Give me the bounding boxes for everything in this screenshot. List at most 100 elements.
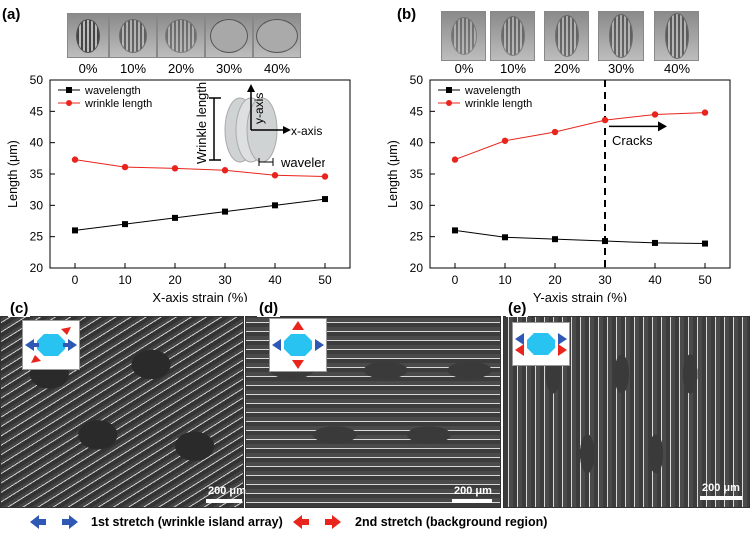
thumbnail-label: 0%	[78, 61, 98, 76]
octagon-shape	[37, 334, 65, 356]
thumbnail-label: 30%	[215, 61, 243, 76]
y-tick-label: 50	[410, 74, 424, 87]
legend-second-stretch: 2nd stretch (background region)	[355, 515, 548, 529]
x-axis-label: Y-axis strain (%)	[533, 290, 627, 302]
y-tick-label: 25	[30, 230, 44, 244]
inset-y-axis-label: y-axis	[252, 93, 266, 124]
data-point-wrinkle-length	[501, 137, 509, 144]
thumbnail-image	[253, 13, 301, 58]
thumbnail-label: 40%	[263, 61, 291, 76]
inset-x-axis-label: x-axis	[291, 124, 322, 138]
legend-marker	[446, 100, 452, 106]
x-tick-label: 40	[648, 273, 662, 287]
data-point-wrinkle-length	[121, 163, 129, 171]
data-point-wrinkle-length	[701, 109, 709, 116]
data-point-wavelength	[602, 238, 608, 245]
x-tick-label: 30	[218, 273, 232, 287]
y-tick-label: 50	[30, 74, 44, 87]
y-tick-label: 40	[410, 136, 424, 150]
octagon-shape	[527, 333, 555, 355]
y-tick-label: 40	[30, 136, 44, 150]
blue-arrows-icon	[30, 515, 78, 529]
legend-marker	[66, 100, 72, 106]
data-point-wavelength	[172, 214, 178, 221]
series-line-wavelength	[454, 229, 706, 245]
thumbnail-label: 30%	[607, 61, 635, 76]
data-point-wrinkle-length	[551, 128, 559, 136]
scale-bar-label-e: 200 μm	[702, 482, 740, 494]
legend-label: wavelength	[84, 85, 141, 97]
inset-wavelength-label: wavelength	[280, 155, 325, 170]
data-point-wavelength	[272, 202, 278, 209]
data-point-wavelength	[122, 221, 128, 228]
x-tick-label: 50	[318, 273, 332, 287]
scale-bar-label-c: 200 μm	[208, 485, 246, 497]
data-point-wrinkle-length	[71, 156, 79, 163]
panel-label-b: (b)	[397, 6, 417, 23]
data-point-wrinkle-length	[451, 156, 459, 163]
legend-label: wrinkle length	[84, 98, 152, 110]
y-tick-label: 20	[30, 261, 44, 275]
x-tick-label: 10	[498, 273, 512, 287]
thumbnail-image	[598, 11, 644, 61]
data-point-wrinkle-length	[321, 173, 329, 180]
stretch-inset-d	[269, 318, 327, 372]
inset-wrinkle-length-label: Wrinkle length	[195, 82, 209, 164]
x-tick-label: 10	[118, 273, 132, 287]
x-tick-label: 30	[598, 273, 612, 287]
y-tick-label: 20	[410, 261, 424, 275]
data-point-wavelength	[452, 227, 458, 234]
x-tick-label: 20	[168, 273, 182, 287]
y-tick-label: 45	[410, 104, 424, 118]
data-point-wavelength	[502, 234, 508, 241]
y-tick-label: 30	[30, 198, 44, 212]
legend-label: wrinkle length	[464, 98, 532, 110]
series-line-wrinkle-length	[454, 112, 706, 161]
x-tick-label: 0	[452, 273, 459, 287]
scale-bar-d	[452, 499, 492, 503]
thumbnail-label: 10%	[499, 61, 527, 76]
data-point-wavelength	[322, 196, 328, 203]
series-line-wavelength	[74, 198, 326, 231]
panel-label-a: (a)	[2, 6, 21, 23]
thumbnail-image	[441, 11, 486, 61]
thumbnail-image	[490, 11, 535, 61]
data-point-wavelength	[72, 227, 78, 234]
thumbnail-label: 10%	[119, 61, 147, 76]
thumbnail-image	[654, 11, 699, 61]
y-tick-label: 25	[410, 230, 424, 244]
data-point-wrinkle-length	[651, 111, 659, 118]
octagon-shape	[284, 334, 312, 356]
data-point-wrinkle-length	[601, 116, 609, 124]
thumbnail-image	[109, 13, 157, 58]
x-axis-label: X-axis strain (%)	[152, 290, 247, 302]
y-axis-label: Length (μm)	[386, 140, 400, 208]
data-point-wavelength	[552, 236, 558, 243]
thumbnail-label: 0%	[454, 61, 474, 76]
y-tick-label: 30	[410, 198, 424, 212]
y-axis-label: Length (μm)	[6, 140, 20, 208]
stretch-inset-c	[22, 320, 80, 370]
thumbnail-image	[157, 13, 205, 58]
panel-label-e: (e)	[506, 300, 529, 317]
x-tick-label: 40	[268, 273, 282, 287]
legend-first-stretch: 1st stretch (wrinkle island array)	[91, 515, 283, 529]
data-point-wavelength	[652, 239, 658, 246]
x-tick-label: 0	[72, 273, 79, 287]
x-tick-label: 20	[548, 273, 562, 287]
y-tick-label: 35	[30, 167, 44, 181]
thumbnail-label: 20%	[553, 61, 581, 76]
scale-bar-label-d: 200 μm	[454, 485, 492, 497]
thumbnail-image	[205, 13, 253, 58]
scale-bar-e	[700, 496, 742, 500]
data-point-wrinkle-length	[221, 167, 229, 174]
legend-marker	[66, 87, 72, 93]
data-point-wrinkle-length	[171, 165, 179, 172]
x-tick-label: 50	[698, 273, 712, 287]
scale-bar-c	[206, 499, 242, 503]
thumbnail-image	[544, 11, 589, 61]
data-point-wavelength	[702, 240, 708, 247]
thumbnail-label: 20%	[167, 61, 195, 76]
legend-marker	[446, 87, 452, 93]
